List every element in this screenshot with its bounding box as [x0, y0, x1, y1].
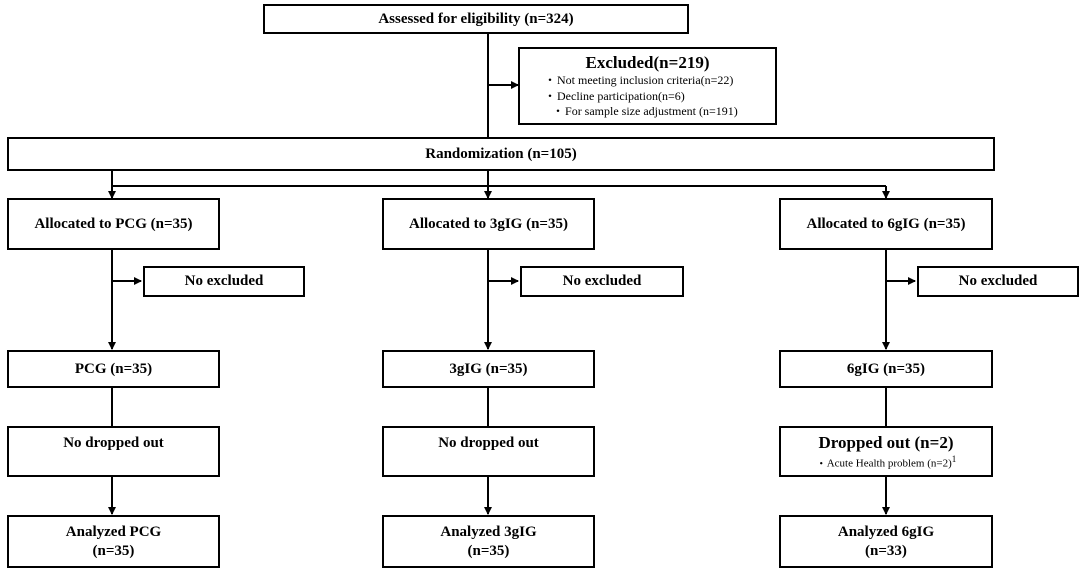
excluded-box: Excluded(n=219) Not meeting inclusion cr… — [518, 47, 777, 125]
6gig-box: 6gIG (n=35) — [779, 350, 993, 388]
no-excluded-label: No excluded — [562, 273, 642, 290]
randomization-label: Randomization (n=105) — [425, 145, 577, 162]
analyzed-count: (n=33) — [865, 542, 907, 559]
no-excluded-label: No excluded — [958, 273, 1038, 290]
dropped-note-text: Acute Health problem (n=2) — [826, 457, 952, 470]
no-excluded-3gig-box: No excluded — [520, 266, 684, 297]
no-excluded-6gig-box: No excluded — [917, 266, 1079, 297]
excluded-item: Decline participation(n=6) — [544, 89, 738, 105]
analyzed-label: Analyzed PCG — [65, 523, 162, 540]
dropped-6gig-box: Dropped out (n=2) Acute Health problem (… — [779, 426, 993, 477]
randomization-box: Randomization (n=105) — [7, 137, 995, 171]
analyzed-count: (n=35) — [92, 542, 135, 559]
allocated-6gig-box: Allocated to 6gIG (n=35) — [779, 198, 993, 250]
no-excluded-pcg-box: No excluded — [143, 266, 305, 297]
group-label: 6gIG (n=35) — [846, 360, 926, 377]
analyzed-count: (n=35) — [467, 542, 510, 559]
excluded-item: For sample size adjustment (n=191) — [552, 104, 738, 120]
analyzed-6gig-box: Analyzed 6gIG (n=33) — [779, 515, 993, 568]
analyzed-label: Analyzed 3gIG — [440, 523, 537, 540]
3gig-box: 3gIG (n=35) — [382, 350, 595, 388]
analyzed-label: Analyzed 6gIG — [837, 523, 935, 540]
excluded-item: Not meeting inclusion criteria(n=22) — [544, 73, 738, 89]
dropped-note: Acute Health problem (n=2)1 — [816, 454, 957, 471]
dropped-label: No dropped out — [63, 435, 164, 451]
allocated-label: Allocated to PCG (n=35) — [34, 215, 193, 232]
excluded-list: Not meeting inclusion criteria(n=22) Dec… — [544, 73, 738, 120]
allocated-3gig-box: Allocated to 3gIG (n=35) — [382, 198, 595, 250]
analyzed-3gig-box: Analyzed 3gIG (n=35) — [382, 515, 595, 568]
dropped-label: Dropped out (n=2) — [818, 433, 954, 452]
dropped-note-sup: 1 — [951, 454, 957, 465]
analyzed-pcg-box: Analyzed PCG (n=35) — [7, 515, 220, 568]
dropped-pcg-box: No dropped out — [7, 426, 220, 477]
allocated-label: Allocated to 3gIG (n=35) — [409, 215, 568, 232]
allocated-label: Allocated to 6gIG (n=35) — [806, 215, 966, 232]
pcg-box: PCG (n=35) — [7, 350, 220, 388]
excluded-title: Excluded(n=219) — [585, 53, 710, 72]
allocated-pcg-box: Allocated to PCG (n=35) — [7, 198, 220, 250]
group-label: 3gIG (n=35) — [449, 360, 528, 377]
no-excluded-label: No excluded — [184, 273, 264, 290]
assessed-box: Assessed for eligibility (n=324) — [263, 4, 689, 34]
dropped-3gig-box: No dropped out — [382, 426, 595, 477]
assessed-label: Assessed for eligibility (n=324) — [378, 10, 574, 27]
dropped-label: No dropped out — [438, 435, 539, 451]
group-label: PCG (n=35) — [74, 360, 153, 377]
